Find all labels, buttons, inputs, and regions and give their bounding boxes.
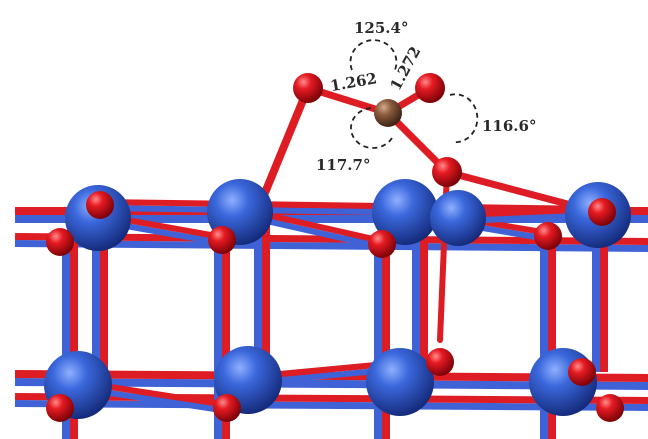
oxygen-atom bbox=[568, 358, 596, 386]
oxygen-atom bbox=[415, 73, 445, 103]
oxygen-atom bbox=[293, 73, 323, 103]
oxygen-atom bbox=[213, 394, 241, 422]
oxygen-atom bbox=[46, 394, 74, 422]
bond-oxygen bbox=[443, 168, 594, 214]
angle-guides bbox=[349, 39, 479, 149]
oxygen-atom bbox=[368, 230, 396, 258]
metal-atom bbox=[366, 348, 434, 416]
oxygen-atom bbox=[208, 226, 236, 254]
oxygen-atom bbox=[432, 157, 462, 187]
angle-label-bottom: 117.7° bbox=[316, 156, 370, 174]
bond-stripe-red bbox=[99, 199, 601, 212]
angle-arc-bottom bbox=[350, 107, 393, 149]
bond-oxygen bbox=[258, 84, 312, 204]
angle-arc-top bbox=[349, 39, 398, 73]
oxygen-atom bbox=[46, 228, 74, 256]
metal-atom bbox=[430, 190, 486, 246]
angle-arc-right bbox=[449, 93, 479, 144]
oxygen-atom bbox=[596, 394, 624, 422]
oxygen-atom bbox=[534, 222, 562, 250]
oxygen-atom bbox=[588, 198, 616, 226]
lattice-atoms bbox=[44, 73, 631, 422]
metal-atom bbox=[372, 179, 438, 245]
bond-length-label-left: 1.262 bbox=[329, 69, 378, 95]
oxygen-atom bbox=[86, 191, 114, 219]
angle-label-top: 125.4° bbox=[354, 19, 408, 37]
angle-label-right: 116.6° bbox=[482, 117, 536, 135]
oxygen-atom bbox=[426, 348, 454, 376]
carbon-atom bbox=[374, 99, 402, 127]
